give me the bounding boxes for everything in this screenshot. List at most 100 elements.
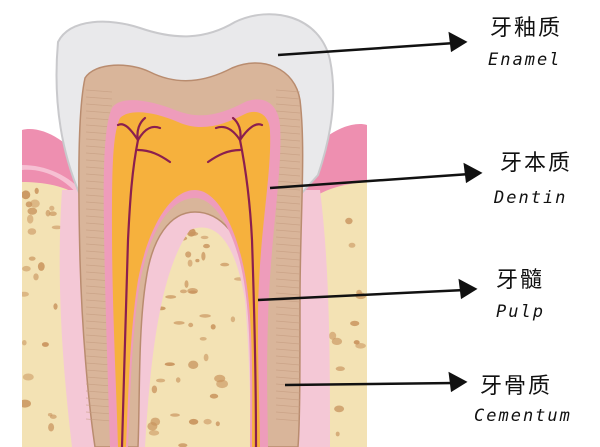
bone-pore <box>350 320 360 327</box>
pulp-label-cn: 牙髓 <box>496 268 545 293</box>
dentin-tubule-line <box>275 362 301 366</box>
dentin-tubule-line <box>275 103 301 107</box>
dentin-tubule-line <box>275 201 301 205</box>
dentin-tubule-line <box>275 257 301 261</box>
dentin-tubule-line <box>85 411 113 415</box>
bone-pore <box>173 321 185 325</box>
dentin-tubule-line <box>275 348 301 352</box>
dentin-tubule-line <box>275 229 301 233</box>
bone-pore <box>28 256 36 261</box>
dentin-tubule-line <box>275 313 301 317</box>
dentin-tubule-line <box>85 390 113 394</box>
bone-pore <box>25 201 33 208</box>
dentin-tubule-line <box>275 278 301 282</box>
bone-pore <box>148 430 160 436</box>
bone-pore <box>200 235 209 240</box>
enamel-label-cn: 牙釉质 <box>490 16 563 41</box>
dentin-tubule-line <box>85 376 113 380</box>
cementum-label-cn: 牙骨质 <box>480 374 553 399</box>
dentin-tubule-line <box>275 243 301 247</box>
bone-pore <box>203 353 209 362</box>
bone-pore <box>199 314 211 318</box>
dentin-tubule-line <box>275 390 301 394</box>
pulp-nerves <box>116 116 264 447</box>
enamel-label-en: Enamel <box>488 50 562 70</box>
pulp-chamber <box>112 111 271 447</box>
dentin-arrow <box>269 172 471 190</box>
dentin-tubule-line <box>275 89 301 93</box>
bone-pore <box>220 262 230 267</box>
bone-pore <box>150 417 161 426</box>
bone-pore <box>345 217 353 225</box>
bone-pore <box>180 289 187 294</box>
dentin-tubule-line <box>85 110 113 114</box>
dentin-tubule-line <box>275 194 301 198</box>
bone-pore <box>49 205 55 211</box>
dentin-tubule-line <box>85 418 113 422</box>
bone-pore <box>348 242 356 248</box>
bone-pore <box>335 431 340 437</box>
bone-pore <box>22 190 31 200</box>
cementum-arrow <box>284 381 456 387</box>
dentin-tubule-line <box>275 334 301 338</box>
dentin-tubule-line <box>85 117 113 121</box>
bone-pore <box>355 343 366 349</box>
dentin-tubule-line <box>275 418 301 422</box>
dentin-tubule-line <box>275 180 301 184</box>
bone-pore <box>37 262 45 271</box>
bone-pore <box>22 373 34 381</box>
dentin-tubule-line <box>275 299 301 303</box>
bone-pore <box>188 322 194 328</box>
dentin-tubule-line <box>275 320 301 324</box>
dentin-tubule-line <box>275 341 301 345</box>
dentin-tubule-line <box>275 236 301 240</box>
bone-pore <box>187 259 193 267</box>
dentin-label-cn: 牙本质 <box>500 151 573 176</box>
dentin-tubule-line <box>275 159 301 163</box>
pulp-arrow <box>257 288 466 302</box>
dentin-tubule-line <box>85 103 113 107</box>
pulp-label-en: Pulp <box>496 302 545 322</box>
bone-pore <box>151 385 158 394</box>
bone-pore <box>22 399 31 408</box>
bone-pore <box>203 243 210 249</box>
dentin-tubule-line <box>275 166 301 170</box>
dentin-tubule-line <box>275 306 301 310</box>
bone-pore <box>188 290 198 294</box>
bone-pore <box>45 209 51 217</box>
bone-pore <box>185 251 192 258</box>
bone-pore <box>27 228 37 235</box>
bone-pore <box>34 187 39 194</box>
enamel-arrow <box>277 41 456 57</box>
bone-pore <box>201 251 206 261</box>
bone-pore <box>331 337 343 345</box>
dentin-tubule-line <box>275 411 301 415</box>
bone-pore <box>178 443 188 447</box>
bone-pore <box>184 280 189 288</box>
dentin-tubule-line <box>275 285 301 289</box>
dentin-tubule-line <box>275 96 301 100</box>
cementum-label-en: Cementum <box>474 406 572 426</box>
dentin-tubule-line <box>275 355 301 359</box>
bone-pore <box>214 374 226 383</box>
bone-pore <box>230 316 236 323</box>
dentin-tubule-line <box>275 110 301 114</box>
bone-pore <box>199 337 207 341</box>
bone-pore <box>210 324 216 330</box>
bone-pore <box>22 265 31 272</box>
bone-pore <box>175 377 181 383</box>
bone-pore <box>209 393 219 399</box>
label-arrows <box>257 31 483 393</box>
dentin-tubule-line <box>275 397 301 401</box>
dentin-tubule-line <box>275 250 301 254</box>
dentin-tubule-line <box>275 271 301 275</box>
dentin-tubule-line <box>275 404 301 408</box>
bone-pore <box>41 342 49 347</box>
bone-pore <box>329 331 337 340</box>
bone-pore <box>170 413 180 417</box>
bone-pore <box>215 421 220 427</box>
bone-pore <box>195 258 200 263</box>
bone-pore <box>30 199 40 208</box>
dentin-tubule-line <box>275 264 301 268</box>
